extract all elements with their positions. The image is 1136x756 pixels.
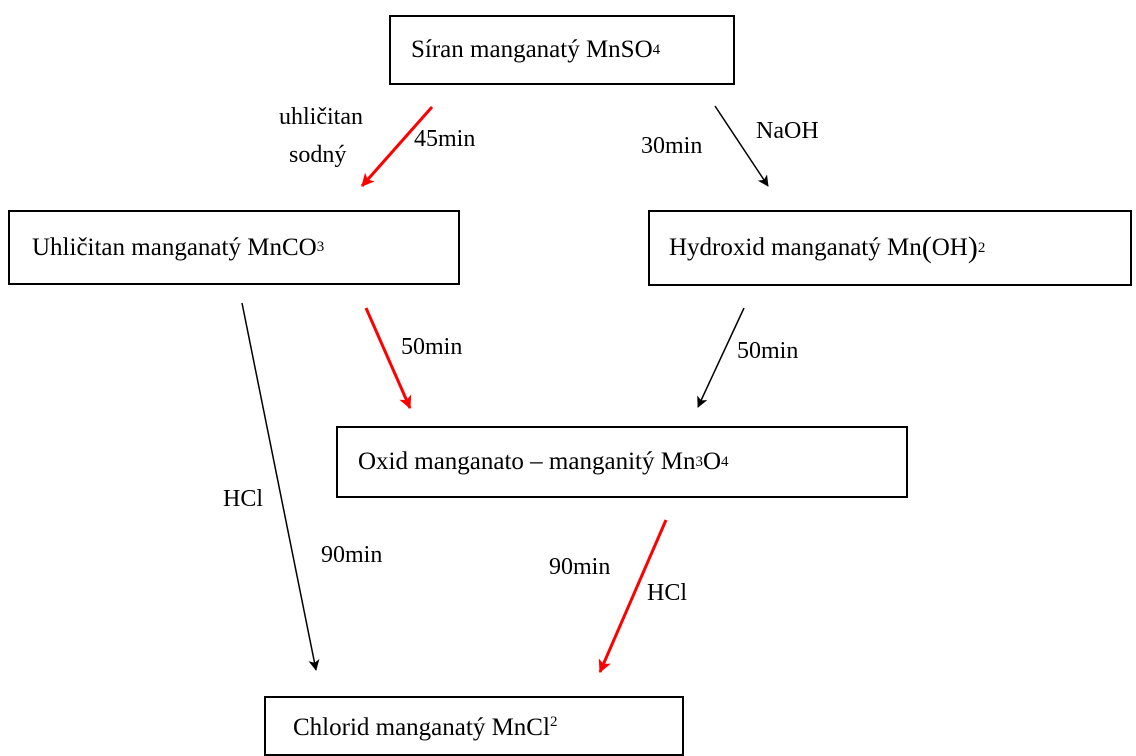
label-e1-time: 45min [414,126,476,152]
node-mncl2-sub: 2 [549,714,558,730]
node-mncl2-name: Chlorid manganatý [293,714,486,741]
node-mnco3-formula: MnCO [247,233,317,261]
arrow-mnso4-to-mnoh2 [714,105,769,187]
node-mnco3-name: Uhličitan manganatý [32,233,241,261]
label-e6-reagent: HCl [647,580,688,606]
node-mnoh2: Hydroxid manganatý Mn(OH)2 [648,210,1132,286]
node-mnso4-formula: MnSO [585,36,653,63]
label-e5-time: 90min [321,542,383,568]
label-e2-reagent: NaOH [756,118,819,144]
arrow-mn3o4-to-mncl2 [598,519,668,673]
node-mn3o4-f2: O [702,448,722,475]
label-e4-time: 50min [737,338,799,364]
arrow-mnco3-to-mncl2 [241,302,320,671]
arrow-mnco3-to-mn3o4 [364,307,412,409]
node-mnoh2-name: Hydroxid manganatý [669,234,881,261]
label-e1-reagent-line1: uhličitan [279,104,363,130]
node-mn3o4-sub1: 3 [695,453,703,470]
node-mnco3-sub: 3 [316,239,325,255]
node-mn3o4-sub2: 4 [721,453,729,470]
node-mnoh2-formula: Mn [887,234,922,261]
arrows-layer [241,105,769,673]
label-e6-time: 90min [549,554,611,580]
node-mnso4-sub: 4 [652,41,661,58]
arrow-mnso4-to-mnco3 [360,106,434,187]
node-mncl2-formula: MnCl [491,714,550,741]
node-mn3o4-f1: Mn [660,448,696,475]
label-e1-reagent-line2: sodný [289,142,347,168]
node-mnso4-name: Síran manganatý [411,36,580,63]
node-mnoh2-sub: 2 [977,239,986,256]
node-mnoh2-group: OH [931,234,968,261]
arrow-mnoh2-to-mn3o4 [697,307,745,408]
label-e5-reagent: HCl [223,486,264,512]
node-mn3o4-name: Oxid manganato – manganitý [358,448,655,475]
label-e2-time: 30min [641,133,703,159]
label-e3-time: 50min [401,334,463,360]
